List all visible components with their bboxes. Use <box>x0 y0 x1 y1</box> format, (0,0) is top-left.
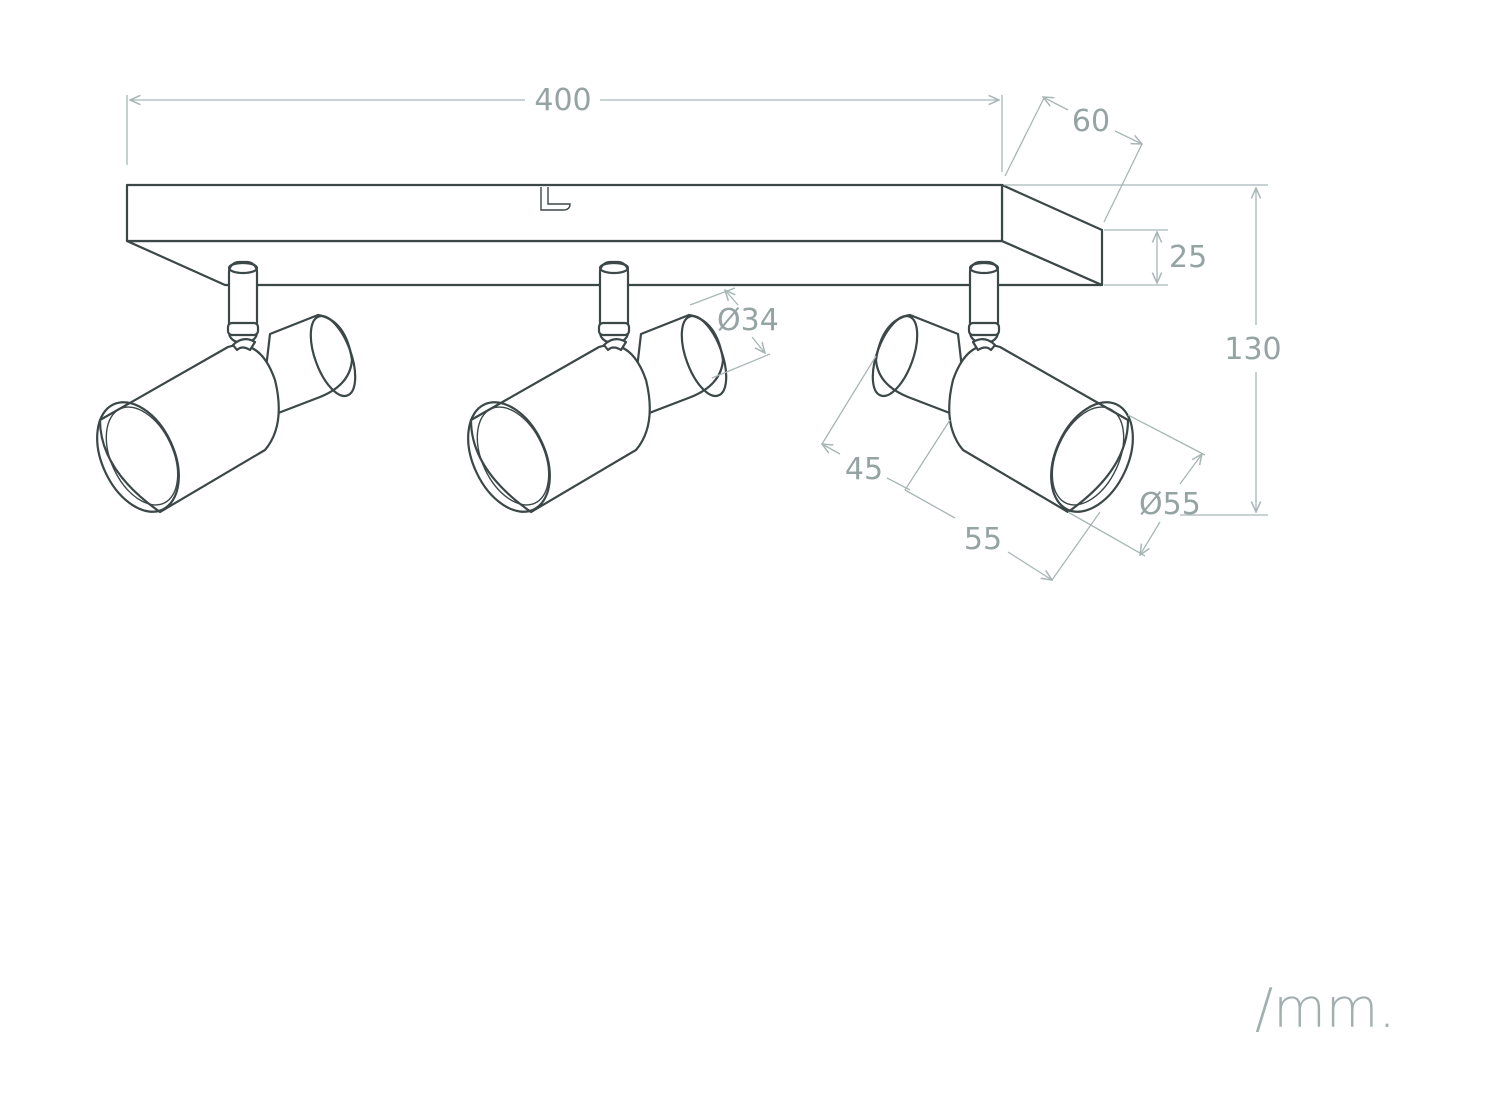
dim-spot-length-label: 55 <box>964 522 1002 557</box>
dim-total-height-label: 130 <box>1224 332 1281 367</box>
dim-front-diameter-label: Ø55 <box>1139 487 1201 522</box>
spotlight-right <box>871 260 1134 514</box>
dim-spot-offset-label: 45 <box>845 452 883 487</box>
unit-label: /mm. <box>1255 977 1396 1040</box>
spotlight-left <box>96 260 357 514</box>
dim-width-label: 60 <box>1072 104 1110 139</box>
dim-length-label: 400 <box>534 83 591 118</box>
spotlight-middle <box>467 260 728 514</box>
dim-base-height-label: 25 <box>1169 240 1207 275</box>
dimension-lines <box>126 95 1268 580</box>
dim-rear-diameter-label: Ø34 <box>717 303 779 338</box>
dimension-labels: 400 60 25 130 Ø34 45 55 Ø55 <box>534 83 1281 557</box>
